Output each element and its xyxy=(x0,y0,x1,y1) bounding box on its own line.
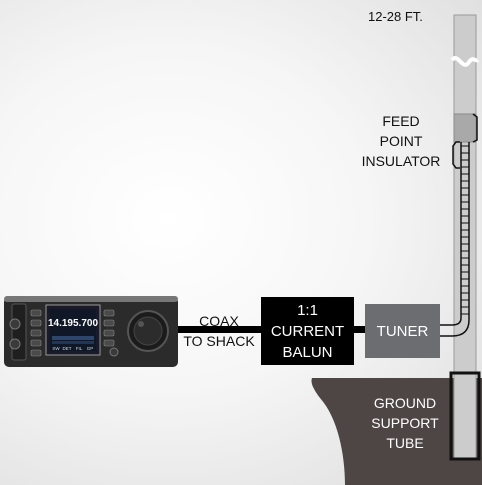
tuner-label: TUNER xyxy=(365,304,440,358)
ladder-line-rail xyxy=(440,142,470,337)
balun-label-line-2: CURRENT xyxy=(270,322,345,340)
ground-label-line-3: TUBE xyxy=(386,435,424,451)
balun-label-line-3: BALUN xyxy=(282,343,333,361)
coax-label-line-2: TO SHACK xyxy=(183,333,255,349)
coax-label: COAX TO SHACK xyxy=(178,311,260,351)
coax-label-line-1: COAX xyxy=(199,313,239,329)
feed-point-label: FEED POINT INSULATOR xyxy=(358,111,444,171)
tuner-label-text: TUNER xyxy=(376,322,429,340)
ground-support-tube xyxy=(449,371,481,461)
ground-label-line-1: GROUND xyxy=(373,395,437,411)
radio-button xyxy=(103,329,115,337)
radio-key-sw: SW xyxy=(52,346,60,351)
radio-button xyxy=(30,349,42,357)
radio-button xyxy=(103,309,115,317)
balun-label: 1:1 CURRENT BALUN xyxy=(261,297,354,365)
feed-point-label-line-1: FEED xyxy=(382,113,420,129)
feed-point-label-line-3: INSULATOR xyxy=(361,153,441,169)
radio-key-gp: GP xyxy=(87,346,94,351)
ground-mound xyxy=(311,378,482,485)
radio-button xyxy=(30,309,42,317)
coax-cable xyxy=(174,326,262,333)
pole-break-mark xyxy=(450,56,480,67)
ground-label-line-2: SUPPORT xyxy=(371,415,439,431)
ladder-line-top-loop xyxy=(452,141,460,169)
radio-transceiver xyxy=(4,296,178,367)
ground-label: GROUND SUPPORT TUBE xyxy=(360,393,450,453)
ladder-line-rail xyxy=(440,142,462,326)
radio-key-det: DET xyxy=(63,346,72,351)
balun-label-line-1: 1:1 xyxy=(297,301,318,319)
radio-button xyxy=(103,319,115,327)
radio-key-fil: FIL xyxy=(76,346,83,351)
feed-point-label-line-2: POINT xyxy=(379,133,423,149)
radio-button xyxy=(103,339,115,347)
ladder-line xyxy=(440,142,470,337)
radio-button xyxy=(30,329,42,337)
insulator-bracket xyxy=(472,113,478,143)
balun-tuner-link xyxy=(354,326,366,333)
radio-button xyxy=(30,319,42,327)
radio-frequency-readout: 14.195.700 xyxy=(48,318,98,329)
balun-box xyxy=(261,297,354,365)
height-label: 12-28 FT. xyxy=(368,9,423,24)
tuner-box xyxy=(365,304,440,358)
feed-point-insulator xyxy=(453,113,477,143)
radio-button xyxy=(30,339,42,347)
